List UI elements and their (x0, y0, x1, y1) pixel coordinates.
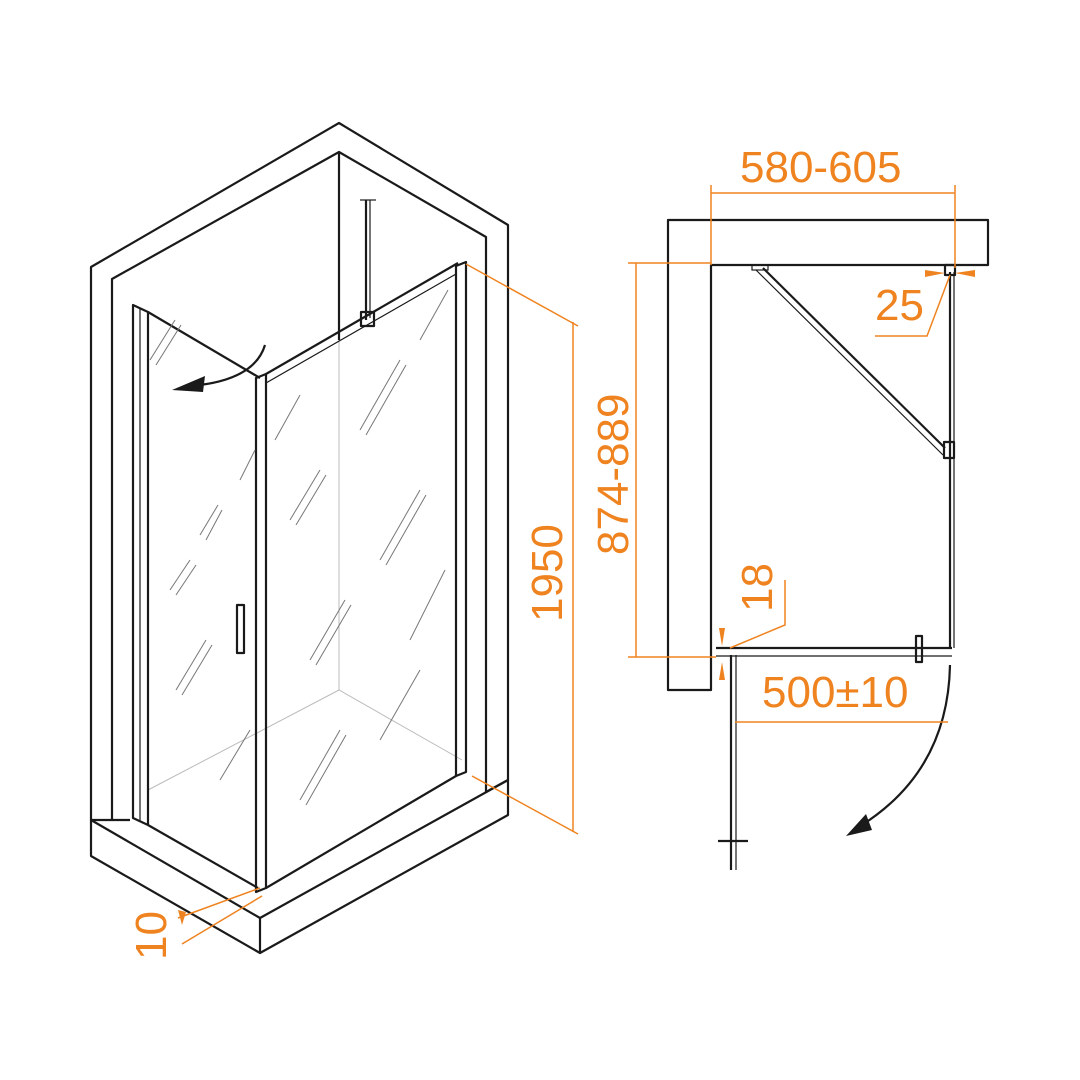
door-opening-dimension: 500±10 (735, 668, 948, 723)
side-glass-panel (131, 303, 261, 889)
profile-25-dimension: 25 (875, 270, 975, 337)
profile-front-label: 18 (733, 563, 782, 612)
door-opening-label: 500±10 (762, 668, 909, 717)
front-width-label: 874-889 (589, 394, 638, 555)
height-label: 1950 (523, 524, 572, 622)
door-handle (235, 603, 246, 655)
hatch-marks (149, 289, 449, 806)
plan-view (666, 218, 990, 870)
profile-18-dimension: 18 (719, 563, 786, 680)
door-glass-panel (254, 260, 468, 894)
plan-swing-arrow (861, 664, 952, 826)
gap-label: 10 (127, 911, 176, 960)
side-width-label: 580-605 (740, 143, 901, 192)
door-swing-arrow (199, 344, 267, 387)
gap-dimension: 10 (127, 887, 263, 960)
wall-outline (89, 121, 510, 822)
front-width-dimension: 874-889 (589, 262, 716, 658)
profile-side-label: 25 (875, 281, 924, 330)
height-dimension: 1950 (465, 263, 579, 835)
side-width-dimension: 580-605 (710, 143, 956, 268)
isometric-view (89, 121, 510, 955)
plan-walls (666, 218, 990, 692)
